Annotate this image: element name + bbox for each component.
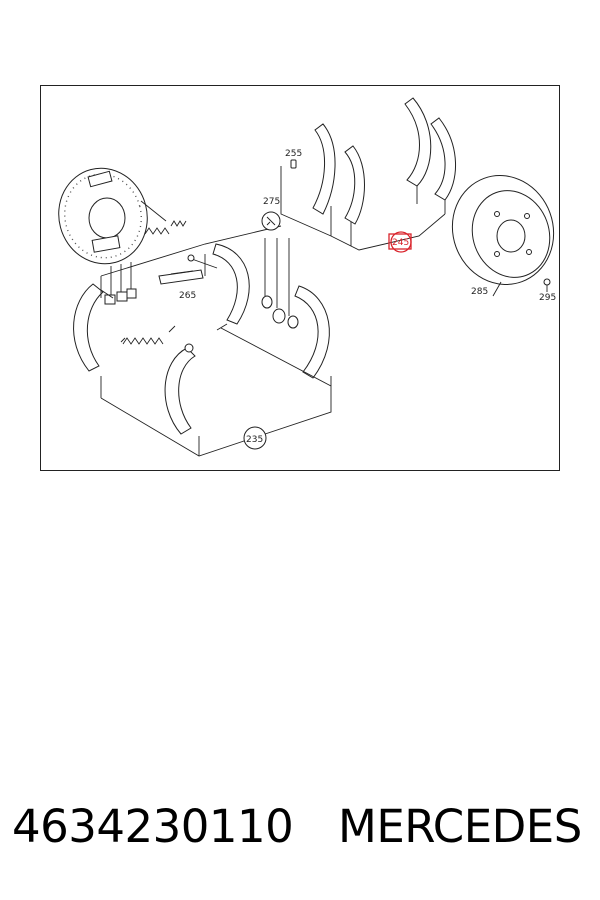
strut-bar: [158, 269, 204, 285]
svg-text:235: 235: [246, 435, 263, 445]
svg-text:255: 255: [285, 149, 302, 159]
wheel-cylinder-parts: [261, 238, 299, 329]
brake-drum: [451, 175, 555, 297]
part-caption: 4634230110 MERCEDES: [12, 800, 592, 860]
part-number: 4634230110: [12, 800, 294, 853]
callout-235: 235: [243, 426, 267, 450]
svg-text:265: 265: [179, 291, 196, 301]
hold-down-pins: [104, 262, 137, 305]
exploded-parts-diagram: 255 275 265 245 285 295 235: [40, 85, 560, 471]
brake-lining-set: [280, 97, 456, 251]
callout-265: 265: [179, 291, 196, 301]
brake-shoe-left-lower: [164, 343, 196, 435]
drum-screw: [543, 278, 551, 292]
brake-assembly-drawing: 255 275 265 245 285 295 235: [58, 97, 556, 457]
svg-text:275: 275: [263, 197, 280, 207]
brake-shoe-left-upper: [73, 283, 114, 372]
callout-295: 295: [539, 293, 556, 303]
callout-275: 275: [261, 197, 281, 231]
svg-text:295: 295: [539, 293, 556, 303]
adjuster-springs: [120, 220, 187, 345]
brand-name: MERCEDES: [338, 800, 582, 853]
callout-255: 255: [285, 149, 302, 169]
svg-text:285: 285: [471, 287, 488, 297]
brake-shoe-right: [294, 285, 330, 379]
callout-285: 285: [471, 287, 488, 297]
kit-outline-235: [100, 225, 332, 457]
callout-245-highlighted: 245: [388, 231, 412, 253]
backing-plate: [58, 167, 167, 265]
lever: [187, 254, 218, 276]
svg-text:245: 245: [392, 238, 409, 248]
brake-shoe-center: [212, 243, 250, 331]
